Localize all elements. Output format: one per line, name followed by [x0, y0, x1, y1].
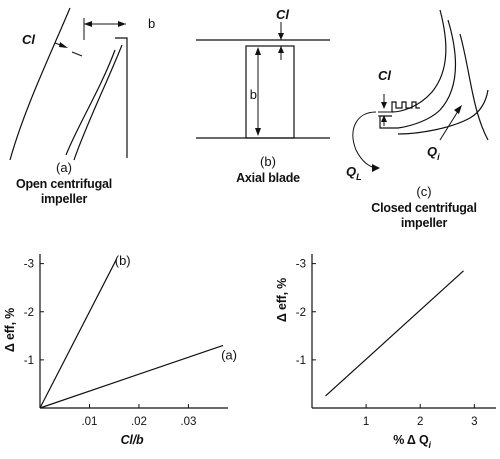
impeller-outer-curve	[9, 7, 71, 161]
labyrinth-seal	[391, 101, 420, 112]
chart1-ticks: .01 .02 .03 -1 -2 -3	[24, 259, 197, 428]
qi-label: Qi	[427, 144, 440, 162]
qi-flow-arrowhead	[454, 105, 462, 114]
chart2-series	[325, 270, 464, 397]
chart2-xtick-label: 3	[471, 416, 477, 428]
chart2-ylabel: Δ eff, %	[275, 278, 289, 322]
chart2-ytick-label: -1	[296, 355, 306, 367]
blade-curve-c	[459, 33, 489, 141]
panel-a-caption-1: Open centrifugal	[16, 177, 112, 191]
panel-c-caption-2: impeller	[401, 216, 448, 230]
cl-arrowhead-bottom-b	[278, 46, 284, 53]
blade-inner-curve	[73, 44, 123, 161]
chart1-ytick-label: -1	[24, 355, 34, 367]
cl-arrowhead-top-c	[381, 102, 387, 109]
panel-c-closed-centrifugal-impeller: Cl Qi QL (c) Closed centrifugal impeller	[346, 9, 489, 230]
cl-label-b: Cl	[276, 7, 289, 22]
chart1-series-line	[39, 258, 118, 409]
b-arrowhead-top-b	[255, 47, 261, 55]
chart1-ytick-label: -2	[24, 307, 34, 319]
chart2-xtick-label: 1	[363, 416, 369, 428]
chart2-ytick-label: -3	[296, 259, 306, 271]
chart2-series-line	[325, 270, 464, 397]
panel-c-caption-1: Closed centrifugal	[371, 201, 476, 215]
blade-tip-edge	[115, 37, 128, 158]
cl-label-c: Cl	[378, 68, 391, 83]
cl-arrowhead-a	[59, 42, 68, 48]
chart1-series-line	[39, 344, 224, 409]
b-arrowhead-bottom-b	[255, 128, 261, 136]
panel-c-letter: (c)	[416, 184, 431, 199]
panel-b-letter: (b)	[260, 154, 276, 169]
shroud-inner-curve	[397, 19, 457, 129]
chart-efficiency-vs-clearance: .01 .02 .03 -1 -2 -3 (b) (a) Cl/b Δ eff, %	[3, 253, 237, 447]
chart2-ytick-label: -2	[296, 307, 306, 319]
axial-blade-rect	[245, 45, 295, 139]
chart1-series-label: (a)	[221, 347, 237, 362]
cl-arrowhead-top-b	[278, 33, 284, 40]
chart-efficiency-vs-leakage: 1 2 3 -1 -2 -3 % Δ Qi Δ eff, %	[275, 254, 496, 450]
chart1-xtick-label: .02	[131, 416, 147, 428]
cl-arrowhead-bottom-c	[381, 115, 387, 122]
ql-label: QL	[346, 164, 362, 182]
chart2-ticks: 1 2 3 -1 -2 -3	[296, 259, 478, 428]
panel-a-caption-2: impeller	[41, 192, 88, 206]
panel-b-axial-blade: Cl b (b) Axial blade	[196, 7, 330, 185]
b-label-a: b	[148, 16, 155, 31]
b-arrowhead-left-a	[84, 21, 92, 27]
panel-a-letter: (a)	[56, 160, 72, 175]
chart1-series: (b) (a)	[39, 253, 237, 409]
shroud-outer-curve	[391, 9, 447, 113]
panel-b-caption: Axial blade	[236, 171, 300, 185]
cl-label-a: Cl	[22, 32, 35, 47]
chart1-series-label: (b)	[115, 253, 131, 268]
chart1-ytick-label: -3	[24, 259, 34, 271]
chart2-xtick-label: 2	[417, 416, 423, 428]
b-label-b: b	[250, 87, 257, 102]
b-arrowhead-right-a	[118, 21, 126, 27]
cl-arrow-a2	[71, 51, 83, 57]
blade-outer-curve	[65, 49, 116, 156]
chart2-xlabel: % Δ Qi	[393, 433, 431, 450]
chart1-xtick-label: .01	[81, 416, 97, 428]
qi-flow-line	[439, 107, 461, 141]
leakage-flow-arrowhead	[372, 164, 380, 172]
chart1-ylabel: Δ eff, %	[3, 308, 17, 352]
leakage-flow-path	[352, 111, 379, 169]
hub-curve	[397, 89, 489, 135]
panel-a-open-centrifugal-impeller: Cl b (a) Open centrifugal impeller	[9, 7, 155, 206]
chart1-xtick-label: .03	[180, 416, 196, 428]
chart1-xlabel: Cl/b	[121, 433, 144, 447]
